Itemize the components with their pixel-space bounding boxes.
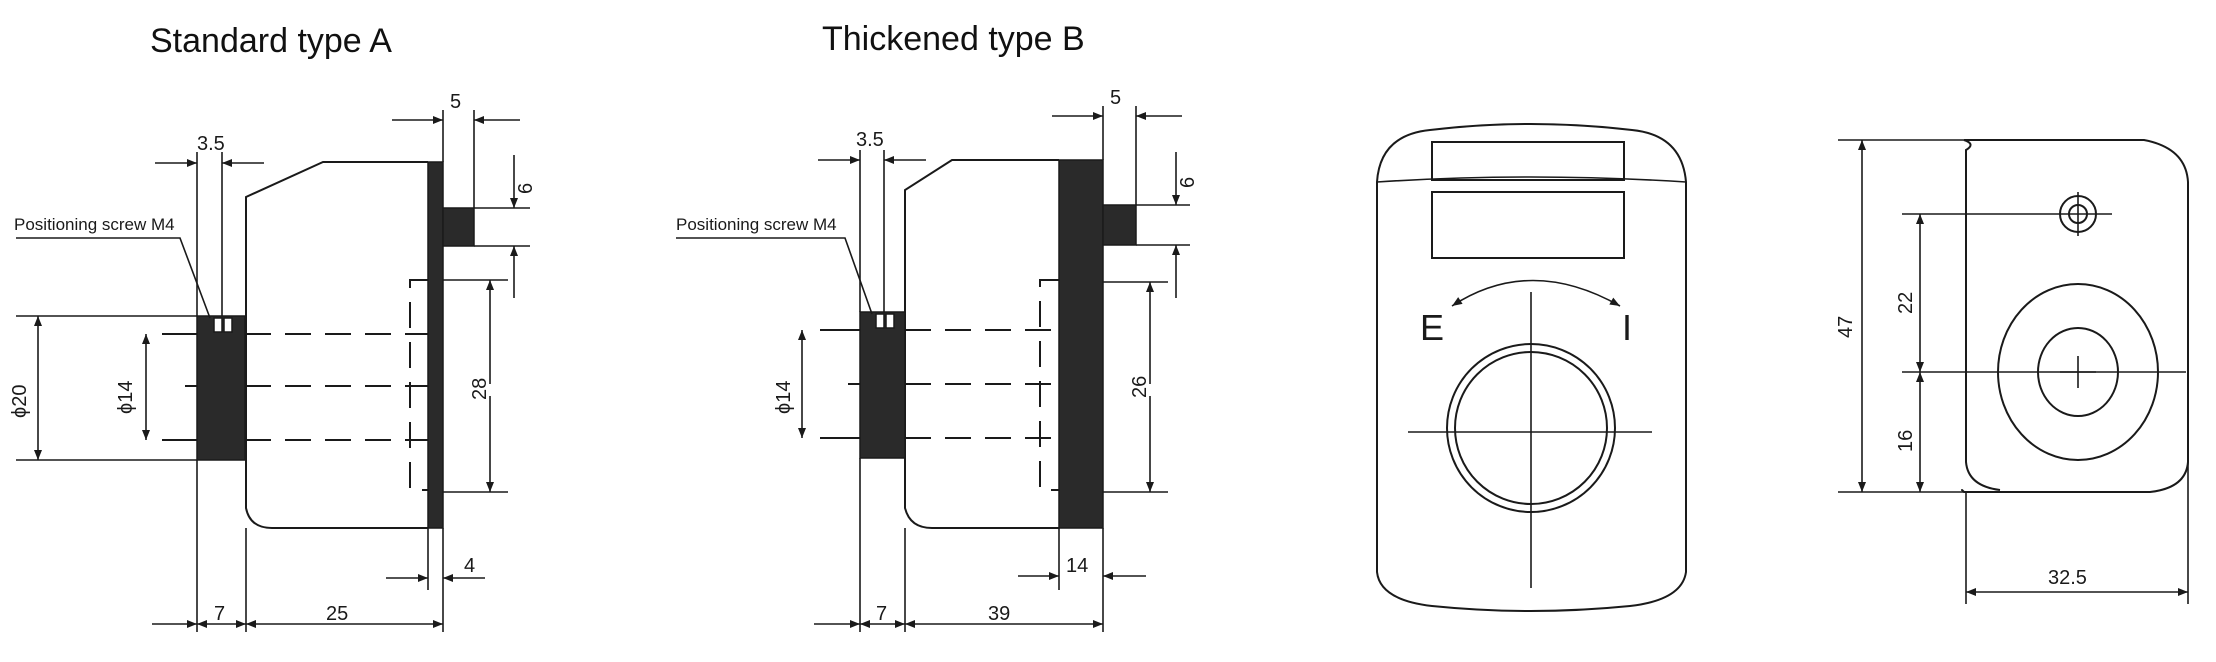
type-b-dim-5: 5	[1110, 87, 1121, 109]
type-a-dim-4: 4	[464, 555, 475, 577]
type-a-dim-25: 25	[326, 603, 348, 625]
type-b-dim-7: 7	[876, 603, 887, 625]
front-view-drawing: E I	[1376, 123, 1687, 612]
type-b-dim-6: 6	[1177, 177, 1199, 188]
type-a-dim-28: 28	[469, 378, 491, 400]
type-b-dim-14: 14	[1066, 555, 1088, 577]
type-b-dim-39: 39	[988, 603, 1010, 625]
type-a-dim-5: 5	[450, 91, 461, 113]
type-a-dim-phi20: ϕ20	[9, 385, 31, 418]
type-a-dim-phi14: ϕ14	[115, 381, 137, 414]
type-b-dim-phi14: ϕ14	[773, 381, 795, 414]
type-a-knob-tip	[442, 207, 475, 247]
front-view-symbol-i: I	[1622, 307, 1632, 348]
type-a-housing-outline	[245, 161, 428, 529]
side-view-dim-22: 22	[1895, 292, 1917, 314]
type-a-dim-7: 7	[214, 603, 225, 625]
front-view-symbol-e: E	[1420, 307, 1444, 348]
type-b-dim-26: 26	[1129, 376, 1151, 398]
type-b-shaft-block	[859, 311, 906, 459]
type-b-dim-3-5: 3.5	[856, 129, 884, 151]
type-b-housing-outline	[904, 159, 1059, 529]
side-view-body	[1963, 139, 2001, 491]
type-b-screw-hole	[875, 313, 885, 329]
side-view-dim-16: 16	[1895, 430, 1917, 452]
front-view-rotation-arrow	[1451, 279, 1621, 307]
title-thickened-type-b: Thickened type B	[822, 20, 1085, 58]
type-a-drawing: Positioning screw M4 3.5 5 6 28 ϕ20	[9, 91, 537, 632]
type-b-front-plate	[1058, 159, 1104, 529]
front-view-top-window	[1431, 141, 1625, 181]
side-view-dim-32-5: 32.5	[2048, 567, 2087, 589]
side-view-dim-47: 47	[1835, 316, 1857, 338]
type-a-screw-leader	[16, 237, 211, 319]
type-a-dim-3-5: 3.5	[197, 133, 225, 155]
type-b-knob-tip	[1102, 204, 1137, 246]
title-standard-type-a: Standard type A	[150, 22, 392, 60]
type-a-screw-hole	[213, 317, 223, 333]
type-b-drawing: Positioning screw M4 3.5 5 6 26 ϕ14	[676, 87, 1199, 632]
type-a-dim-6: 6	[515, 183, 537, 194]
side-view-drawing: 47 22 16 32.5	[1835, 139, 2189, 604]
type-b-screw-label: Positioning screw M4	[676, 215, 837, 234]
front-view-counter-window	[1431, 191, 1625, 259]
type-b-screw-leader	[676, 237, 873, 315]
type-a-shaft-block	[196, 315, 246, 461]
type-a-screw-label: Positioning screw M4	[14, 215, 175, 234]
type-a-front-plate	[427, 161, 444, 529]
